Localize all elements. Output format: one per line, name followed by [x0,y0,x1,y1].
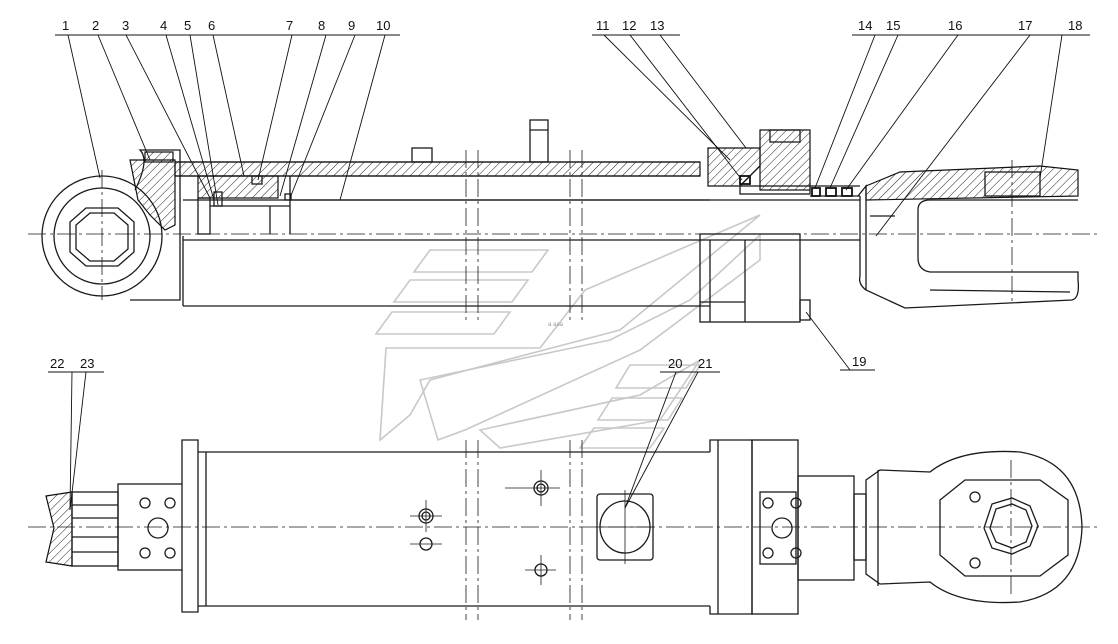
piston-rod [290,199,860,241]
label-15: 15 [886,18,900,33]
label-22: 22 [50,356,64,371]
svg-text:a aaa: a aaa [548,322,564,328]
label-2: 2 [92,18,99,33]
label-12: 12 [622,18,636,33]
label-19: 19 [852,354,866,369]
label-7: 7 [286,18,293,33]
label-17: 17 [1018,18,1032,33]
label-16: 16 [948,18,962,33]
exterior-view [28,439,1100,620]
label-5: 5 [184,18,191,33]
barrel-exterior [198,440,710,620]
part-labels: 1 2 3 4 5 6 7 8 9 10 11 12 13 14 15 16 1… [50,18,1082,371]
rod-end-clevis [857,160,1080,309]
label-11: 11 [596,18,610,33]
label-13: 13 [650,18,664,33]
cylinder-head [699,129,860,323]
rear-eye-bearing [41,149,181,301]
label-6: 6 [208,18,215,33]
label-18: 18 [1068,18,1082,33]
rod-eye-exterior [865,450,1083,604]
label-4: 4 [160,18,167,33]
section-view [28,119,1100,323]
label-1: 1 [62,18,69,33]
head-exterior [709,439,867,615]
label-10: 10 [376,18,390,33]
cylinder-barrel [174,119,710,307]
watermark-logo: a aaa [374,214,761,449]
label-14: 14 [858,18,872,33]
label-21: 21 [698,356,712,371]
label-23: 23 [80,356,94,371]
rear-cap [45,439,199,613]
label-9: 9 [348,18,355,33]
label-8: 8 [318,18,325,33]
label-3: 3 [122,18,129,33]
piston-assembly [197,175,292,235]
leader-lines [48,34,1090,511]
label-20: 20 [668,356,682,371]
